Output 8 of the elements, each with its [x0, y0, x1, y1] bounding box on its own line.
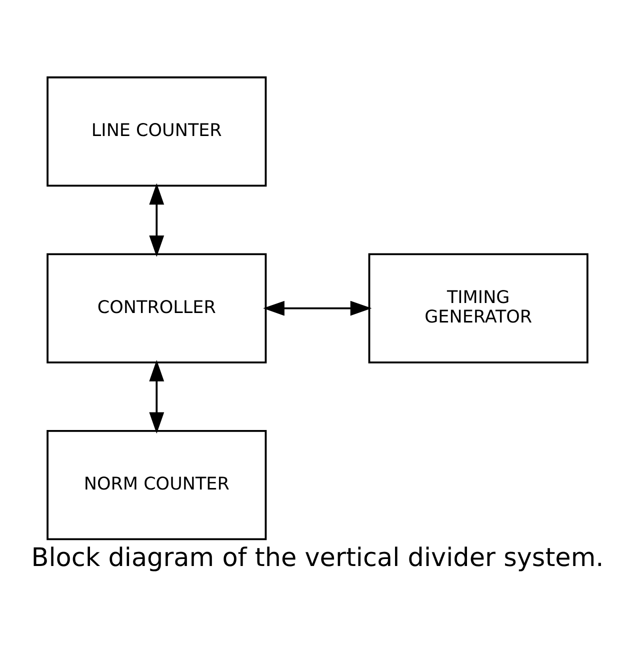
node-box: TIMING GENERATOR: [368, 253, 588, 364]
node-box: NORM COUNTER: [46, 430, 267, 540]
node-box: LINE COUNTER: [46, 76, 267, 187]
node-box: CONTROLLER: [46, 253, 267, 364]
arrow: [263, 300, 372, 316]
arrow: [149, 360, 164, 434]
arrow: [149, 183, 164, 257]
caption: Block diagram of the vertical divider system.: [31, 542, 604, 573]
